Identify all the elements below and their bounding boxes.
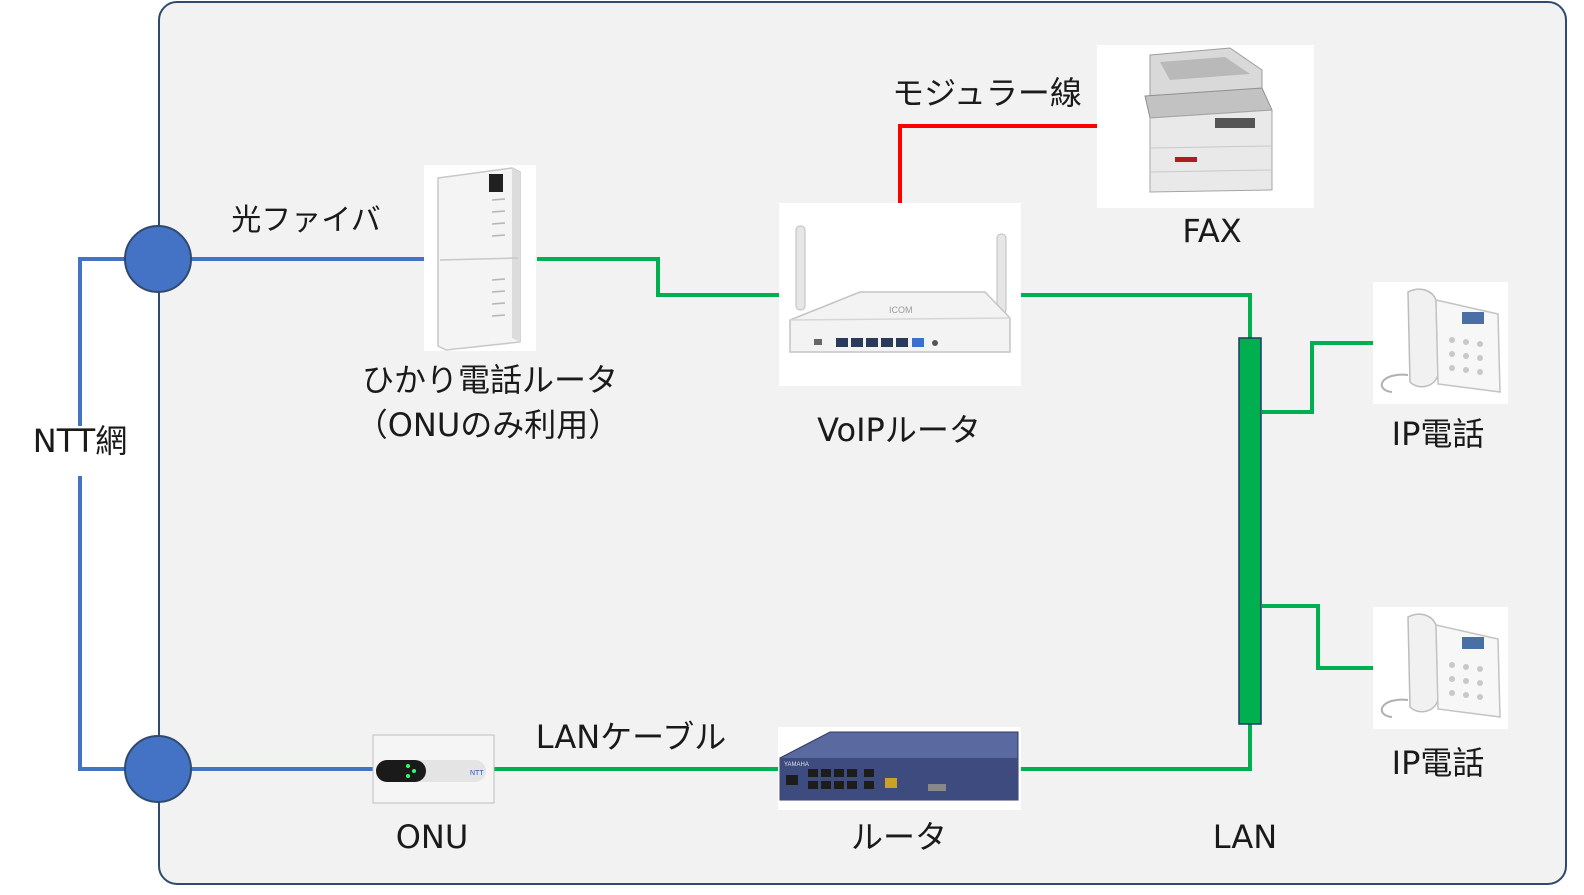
lan-to-phone1-line [1262, 341, 1374, 414]
fiber-label: 光ファイバ [231, 203, 380, 238]
modular-cable-label: モジュラー線 [892, 74, 1082, 112]
lan-label: LAN [1213, 818, 1277, 856]
hikari-router-label-line2: （ONUのみ利用） [356, 406, 621, 444]
hikari-to-voip-line [537, 257, 780, 297]
desk-phone-icon [1373, 282, 1508, 404]
onu-device-icon: NTT [372, 734, 495, 804]
tower-router-icon [424, 165, 536, 351]
wireless-router-icon: ICOM [779, 203, 1021, 386]
router-label: ルータ [851, 818, 947, 856]
ip-phone-label-1: IP電話 [1392, 415, 1485, 453]
svg-text:ICOM: ICOM [889, 305, 913, 315]
desk-phone-icon [1373, 607, 1508, 729]
ntt-network-label: NTT網 [33, 422, 127, 460]
router-brand: YAMAHA [784, 762, 809, 768]
lan-to-phone2-line [1262, 604, 1374, 670]
voip-to-lan-line [1021, 293, 1252, 338]
lan-bus-bar [1238, 337, 1262, 725]
onu-label: ONU [396, 818, 469, 856]
ip-phone-label-2: IP電話 [1392, 744, 1485, 782]
network-node-upper [124, 225, 192, 293]
modular-line [898, 124, 1098, 203]
router-to-lan-line [1021, 724, 1252, 771]
multifunction-printer-icon [1097, 45, 1314, 208]
rack-router-icon: YAMAHA [778, 727, 1021, 810]
onu-brand: NTT [470, 770, 484, 777]
lan-lines [494, 257, 1374, 771]
fax-label: FAX [1182, 212, 1241, 250]
ntt-bracket-line-lower [78, 476, 159, 771]
voip-router-label: VoIPルータ [817, 411, 981, 449]
hikari-router-label-line1: ひかり電話ルータ [362, 361, 618, 399]
network-node-lower [124, 735, 192, 803]
lan-cable-label: LANケーブル [536, 718, 726, 756]
